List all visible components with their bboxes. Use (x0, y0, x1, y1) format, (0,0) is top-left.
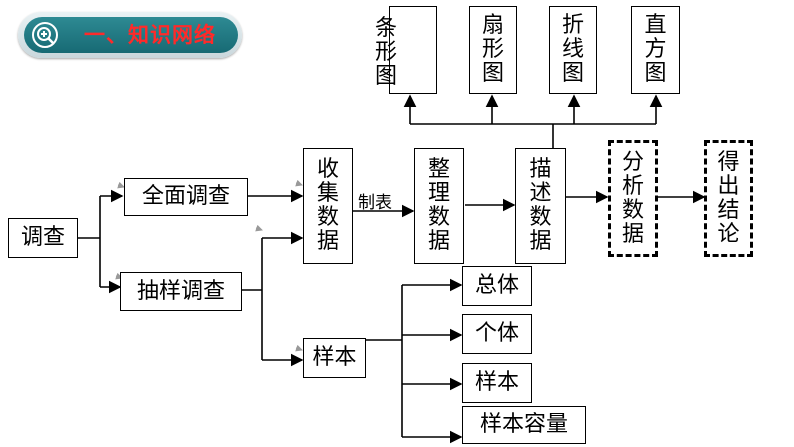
concept-sample-size: 样本容量 (462, 406, 586, 444)
concept-individual-label: 个体 (474, 321, 519, 347)
analyze-data-node: 分析数据 (608, 140, 658, 257)
sampling-node: 抽样调查 (120, 272, 242, 311)
section-title: 一、知识网络 (84, 23, 216, 47)
concept-sample: 样本 (462, 363, 532, 403)
sampling-node-label: 抽样调查 (136, 278, 225, 304)
concept-sample-size-label: 样本容量 (479, 412, 568, 438)
line-chart-label: 折线图 (561, 13, 584, 86)
histogram-node: 直方图 (631, 6, 680, 94)
sample-node-label: 样本 (312, 345, 357, 371)
histogram-label: 直方图 (644, 13, 667, 86)
collect-data-node: 收集数据 (303, 148, 353, 264)
tabulate-edge-label: 制表 (358, 193, 392, 213)
concept-population-label: 总体 (474, 273, 519, 299)
census-node-label: 全面调查 (141, 184, 230, 210)
collect-data-label: 收集数据 (316, 157, 339, 254)
banner-bar: 一、知识网络 (24, 17, 238, 53)
sample-node: 样本 (303, 338, 366, 378)
analyze-data-label: 分析数据 (621, 149, 644, 247)
concept-sample-label: 样本 (474, 370, 519, 396)
organize-data-node: 整理数据 (414, 148, 464, 264)
bar-chart-node: 条形图 (375, 6, 437, 94)
concept-population: 总体 (462, 266, 532, 306)
bar-chart-label: 条形图 (374, 16, 397, 89)
census-node: 全面调查 (124, 178, 248, 216)
describe-data-label: 描述数据 (529, 157, 552, 254)
pie-chart-label: 扇形图 (481, 13, 504, 86)
magnifier-plus-icon (32, 22, 58, 48)
root-node-survey: 调查 (8, 218, 78, 258)
describe-data-node: 描述数据 (515, 148, 566, 264)
pie-chart-node: 扇形图 (469, 6, 517, 94)
root-node-label: 调查 (20, 225, 65, 251)
organize-data-label: 整理数据 (427, 157, 450, 254)
line-chart-node: 折线图 (549, 6, 597, 94)
section-banner: 一、知识网络 (18, 12, 242, 58)
conclusion-node: 得出结论 (704, 140, 753, 257)
conclusion-label: 得出结论 (717, 149, 740, 247)
concept-individual: 个体 (462, 314, 532, 354)
